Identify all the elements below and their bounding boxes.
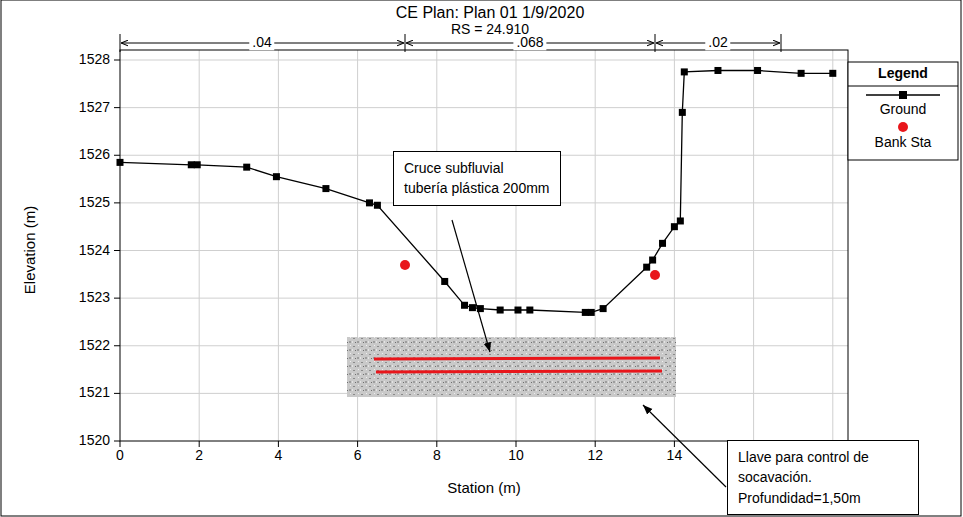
legend-box [848,62,958,160]
bank-station [400,260,410,270]
tick-label: 1521 [79,386,110,401]
axis-title: Elevation (m) [22,206,39,294]
leader-arrow [643,405,726,487]
callout-box: Llave para control de socavación. Profun… [727,440,919,515]
tick-label: 8 [433,448,441,463]
tick-label: 2 [195,448,203,463]
tick-label: 1526 [79,148,110,163]
ground-line [120,71,833,313]
pipe-line [374,358,660,359]
callout-text: Llave para control de socavación. Profun… [738,447,908,508]
axis-title: Station (m) [447,480,520,497]
callout-box: Cruce subfluvial tubería plástica 200mm [393,151,561,206]
tick-label: 14 [667,448,683,463]
leader-arrow [452,220,490,352]
tick-label: 0 [116,448,124,463]
tick-label: 1525 [79,195,110,210]
legend-sample [898,122,908,132]
scour-key [347,337,676,397]
tick-label: 6 [354,448,362,463]
bank-station [650,270,660,280]
tick-label: 1528 [79,52,110,67]
legend-text: Bank Sta [875,135,932,150]
manning-value: .02 [705,35,730,50]
tick-label: 1520 [79,433,110,448]
tick-label: 1527 [79,100,110,115]
legend-text: Ground [880,102,927,117]
tick-label: 1523 [79,290,110,305]
legend-title: Legend [878,66,928,81]
tick-label: 1522 [79,338,110,353]
manning-value: .04 [249,35,274,50]
chart-title: CE Plan: Plan 01 1/9/2020 [396,4,585,22]
tick-label: 10 [508,448,524,463]
callout-text: Cruce subfluvial tubería plástica 200mm [404,158,550,199]
pipe-line [376,371,662,372]
manning-value: .068 [513,35,546,50]
tick-label: 4 [274,448,282,463]
tick-label: 1524 [79,243,110,258]
tick-label: 12 [587,448,603,463]
